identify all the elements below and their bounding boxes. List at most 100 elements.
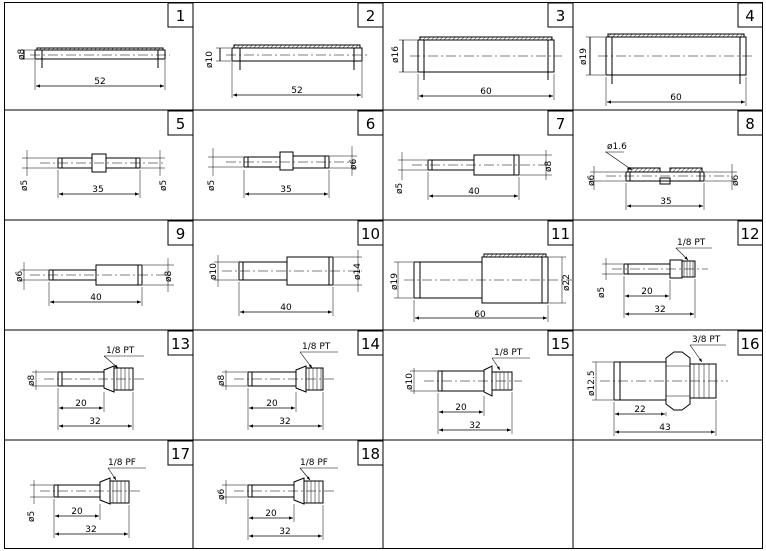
left-diameter-label: ø19 [390,273,400,290]
cell-number: 2 [366,7,376,25]
cell-number: 17 [171,445,190,463]
reducer-tube-drawing [394,253,572,322]
thread-label: 1/8 PT [494,348,523,358]
length-label: 40 [468,187,480,197]
diameter-label: ø8 [27,374,37,386]
total-length-label: 32 [279,417,290,427]
threaded-fitting-drawing [222,467,338,540]
total-length-label: 32 [654,305,665,315]
cell-number: 3 [556,7,566,25]
cell-3: 3 ø16 60 [391,2,574,100]
left-diameter-label: ø5 [20,180,30,191]
thread-label: 3/8 PT [692,335,721,345]
barbed-connector-drawing [590,151,737,210]
diameter-label: ø8 [17,48,27,60]
cell-number: 7 [556,115,566,133]
length-label: 60 [474,310,486,320]
length-label: 35 [280,185,291,195]
thread-label: 1/8 PT [677,238,706,248]
total-length-label: 32 [279,527,290,537]
cell-number: 16 [740,335,759,353]
cell-number: 12 [740,225,759,243]
inner-length-label: 20 [455,403,467,413]
right-diameter-label: ø14 [353,263,363,280]
inner-length-label: 20 [71,507,83,517]
threaded-fitting-drawing [410,357,530,434]
diameter-label: ø10 [405,373,415,390]
cell-5: 5 ø5 35 ø5 [20,110,194,198]
wall-diameter-label: ø1.6 [607,142,627,152]
length-label: 60 [670,93,682,103]
threaded-fitting-drawing [222,351,338,430]
right-diameter-label: ø22 [562,274,572,291]
reducer-connector-drawing [208,146,357,198]
cell-16: 16 3/8 PT ø12.5 22 43 [587,330,763,436]
straight-tube-drawing [20,47,170,90]
threaded-fitting-drawing [602,247,712,318]
inner-length-label: 20 [265,509,277,519]
total-length-label: 32 [89,417,100,427]
thread-label: 1/8 PF [108,458,136,468]
straight-tube-drawing [586,33,754,106]
right-diameter-label: ø5 [159,180,169,191]
length-label: 35 [660,197,671,207]
straight-tube-drawing [399,36,562,100]
length-label: 52 [94,77,105,87]
right-diameter-label: ø8 [164,270,174,282]
cell-8: 8 ø1.6 ø6 35 ø6 [587,110,763,210]
left-diameter-label: ø5 [207,180,217,191]
diameter-label: ø12.5 [587,370,597,396]
cell-17: 17 1/8 PF ø5 20 32 [27,440,194,538]
cell-4: 4 ø19 60 [579,2,763,106]
cell-13: 13 1/8 PT ø8 20 32 [27,330,194,430]
cell-number: 5 [176,115,186,133]
diameter-label: ø5 [27,511,37,522]
right-diameter-label: ø6 [349,158,359,170]
cell-2: 2 ø10 52 [205,2,384,98]
length-label: 35 [92,185,103,195]
cell-number: 8 [745,115,755,133]
cell-number: 18 [361,445,380,463]
cell-number: 15 [551,335,570,353]
cell-number: 13 [171,335,190,353]
diameter-label: ø10 [205,51,215,68]
inner-length-label: 22 [634,405,645,415]
cell-6: 6 ø5 35 ø6 [207,110,384,198]
union-connector-drawing [22,150,165,198]
reducer-tube-drawing [398,150,552,200]
left-diameter-label: ø6 [587,174,597,186]
total-length-label: 32 [469,421,480,431]
cell-15: 15 1/8 PT ø10 20 32 [405,330,574,434]
cell-12: 12 1/8 PT ø5 20 32 [597,220,763,318]
thread-label: 1/8 PT [302,342,331,352]
length-label: 60 [480,87,492,97]
threaded-fitting-drawing [32,355,144,430]
inner-length-label: 20 [266,399,278,409]
threaded-fitting-drawing [30,467,146,538]
right-diameter-label: ø6 [731,174,741,186]
thread-label: 1/8 PF [300,458,328,468]
cell-number: 1 [176,7,186,25]
threaded-fitting-drawing [592,344,728,436]
total-length-label: 43 [659,423,670,433]
left-diameter-label: ø5 [395,183,405,194]
length-label: 52 [291,86,302,96]
inner-length-label: 20 [75,399,87,409]
cell-11: 11 ø19 60 ø22 [390,220,574,322]
cell-number: 10 [361,225,380,243]
diameter-label: ø5 [597,287,607,298]
length-label: 40 [280,303,292,313]
right-diameter-label: ø8 [544,160,554,172]
cell-1: 1 ø8 52 [17,2,194,90]
cell-number: 4 [745,7,755,25]
reducer-tube-drawing [214,250,362,316]
cell-9: 9 ø6 40 ø8 [15,220,194,306]
cell-number: 14 [361,335,380,353]
total-length-label: 32 [85,525,96,535]
inner-length-label: 20 [641,287,653,297]
cell-number: 11 [551,225,570,243]
cell-number: 6 [366,115,376,133]
length-label: 40 [90,293,102,303]
diameter-label: ø6 [217,488,227,500]
